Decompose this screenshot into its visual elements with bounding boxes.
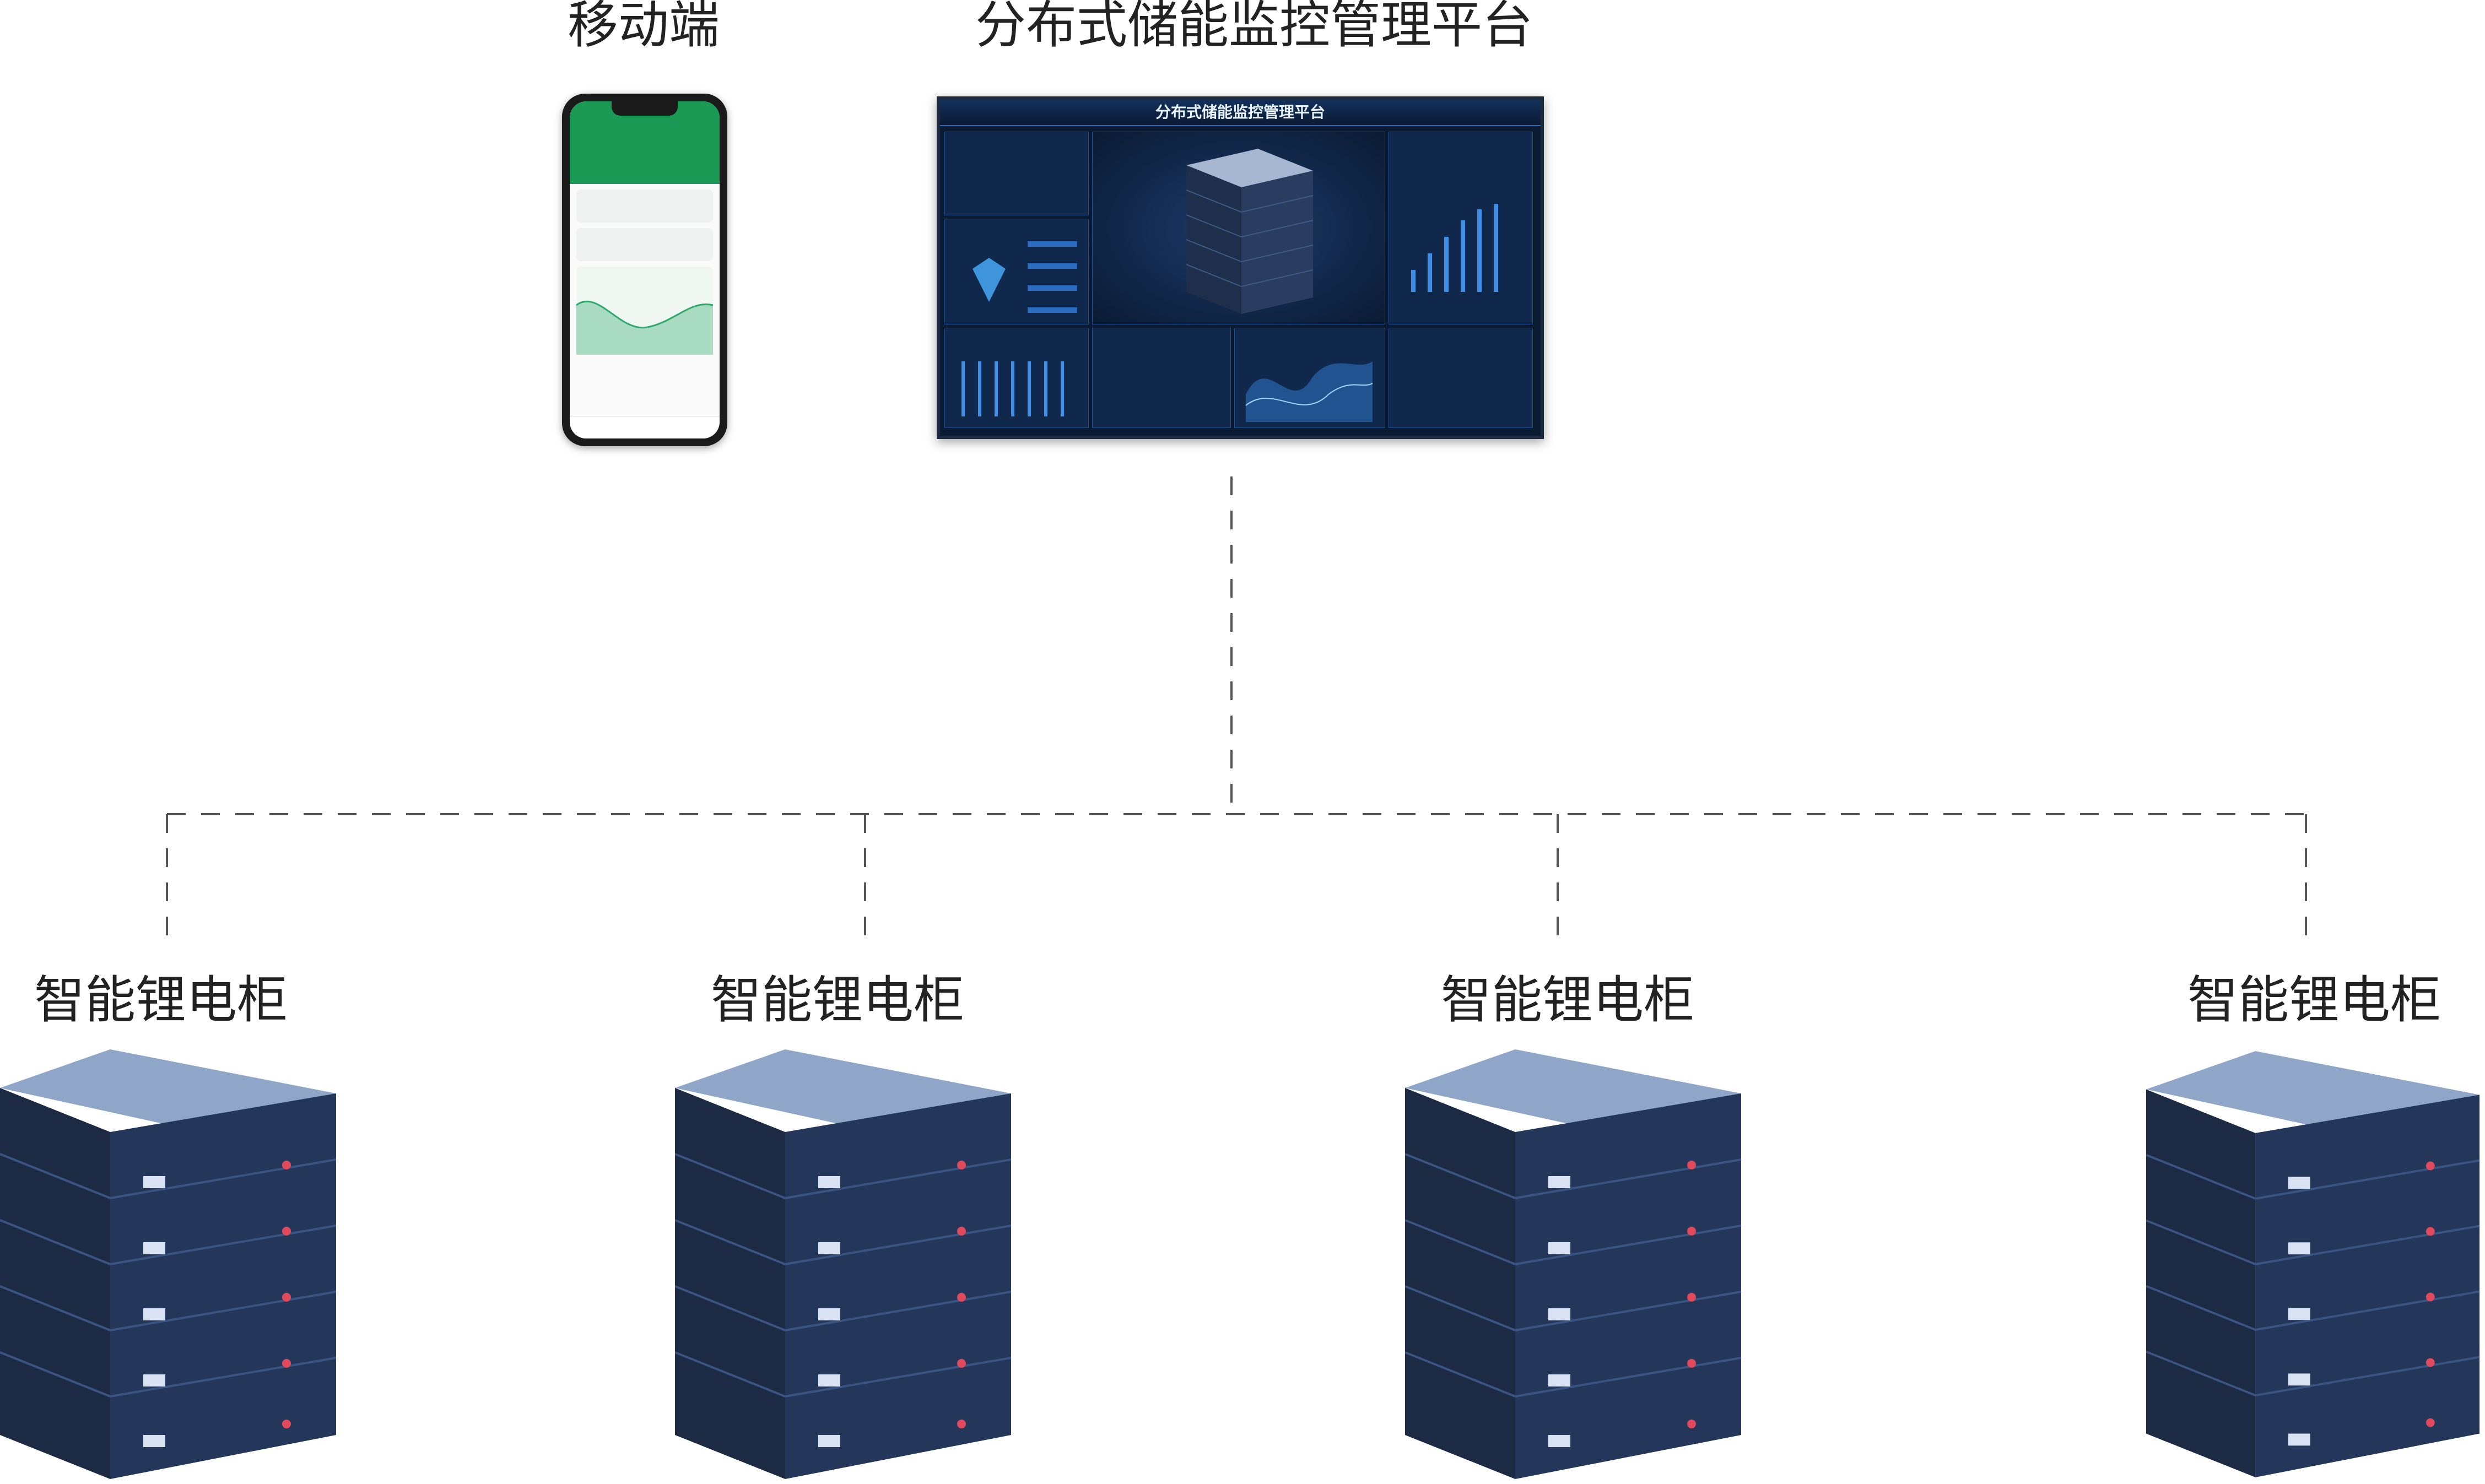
- dashboard-panel-bar-chart: [1389, 132, 1533, 324]
- cabinet-label-1: 智能锂电柜: [34, 971, 288, 1030]
- dashboard-panel-bottom-4: [1389, 328, 1533, 428]
- cabinet-image-4: [2146, 1051, 2480, 1477]
- phone-screen: [570, 101, 720, 438]
- platform-dashboard-image: 分布式储能监控管理平台: [937, 96, 1544, 439]
- dashboard-title: 分布式储能监控管理平台: [1155, 103, 1325, 121]
- phone-stats-card: [576, 189, 713, 223]
- cabinet-label-4: 智能锂电柜: [2187, 971, 2441, 1030]
- cabinet-label-3: 智能锂电柜: [1441, 971, 1695, 1030]
- mobile-phone-image: [562, 94, 727, 446]
- phone-area-chart: [576, 267, 714, 355]
- mobile-label: 移动端: [568, 0, 720, 55]
- platform-label: 分布式储能监控管理平台: [975, 0, 1533, 55]
- dashboard-panel-overview: [944, 132, 1089, 215]
- cabinet-graphic: [0, 1049, 337, 1479]
- dashboard-panel-stats: [944, 219, 1089, 324]
- phone-tab-bar: [570, 416, 720, 438]
- phone-notch: [612, 101, 678, 116]
- phone-stats-card: [576, 228, 713, 261]
- cabinet-label-2: 智能锂电柜: [711, 971, 965, 1030]
- cabinet-image-2: [675, 1049, 1012, 1479]
- cabinet-image-3: [1405, 1049, 1742, 1479]
- dashboard-panel-bottom-1: [944, 328, 1089, 428]
- dashboard-panel-bottom-3: [1234, 328, 1385, 428]
- dashboard-panel-bottom-2: [1092, 328, 1231, 428]
- cabinet-image-1: [0, 1049, 337, 1479]
- dashboard-header: 分布式储能监控管理平台: [940, 100, 1541, 126]
- dashboard-cabinet-render: [1092, 132, 1385, 324]
